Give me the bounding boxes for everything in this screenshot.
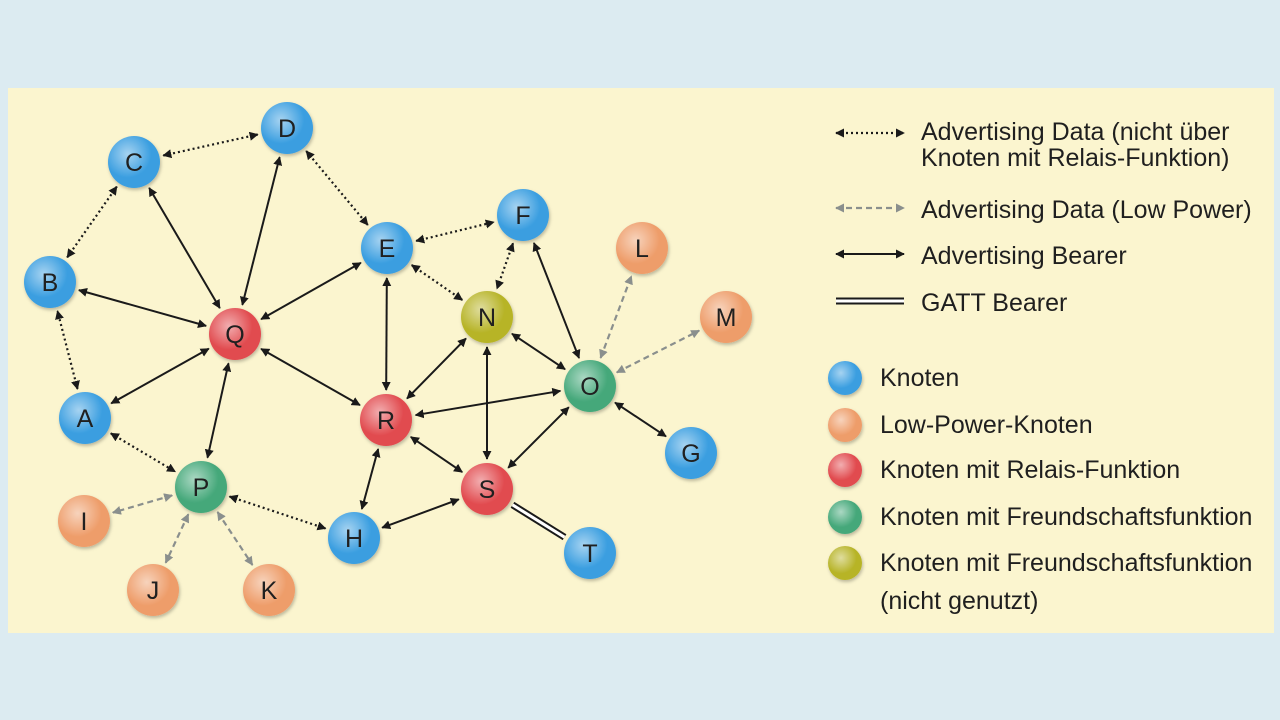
legend-node-label: (nicht genutzt) <box>880 587 1038 615</box>
node-k: K <box>243 564 295 616</box>
edge-a-b <box>55 310 80 390</box>
node-o: O <box>564 360 616 412</box>
node-label: F <box>515 202 530 230</box>
node-label: K <box>261 577 278 605</box>
node-a: A <box>59 392 111 444</box>
edge-r-n <box>406 337 467 400</box>
edge-p-i <box>111 493 174 515</box>
edge-e-n <box>410 264 464 301</box>
legend-node-label: Low-Power-Knoten <box>880 411 1093 439</box>
edge-e-q <box>260 261 362 321</box>
legend-swatch-freundschaft <box>828 500 862 534</box>
node-label: E <box>379 235 396 263</box>
edge-d-e <box>305 150 369 226</box>
edge-q-r <box>260 347 361 407</box>
edge-p-q <box>204 362 232 459</box>
node-d: D <box>261 102 313 154</box>
node-label: L <box>635 235 649 263</box>
edge-o-g <box>614 401 667 438</box>
edge-c-q <box>148 187 221 309</box>
node-label: A <box>77 405 94 433</box>
edge-p-k <box>216 511 254 566</box>
legend-swatch-low-power <box>828 408 862 442</box>
legend-node-label: Knoten <box>880 364 959 392</box>
node-g: G <box>665 427 717 479</box>
legend-swatch-relais <box>828 453 862 487</box>
node-label: G <box>681 440 700 468</box>
legend-node-label: Knoten mit Relais-Funktion <box>880 456 1180 484</box>
node-c: C <box>108 136 160 188</box>
node-s: S <box>461 463 513 515</box>
edge-f-o <box>532 242 581 359</box>
edge-e-r <box>381 277 392 391</box>
edge-o-m <box>615 329 701 374</box>
edge-d-q <box>239 156 283 306</box>
legend-edge-label: Knoten mit Relais-Funktion) <box>921 144 1229 172</box>
edge-a-p <box>110 432 176 473</box>
edge-o-s <box>507 406 570 469</box>
node-label: R <box>377 407 395 435</box>
node-e: E <box>361 222 413 274</box>
node-f: F <box>497 189 549 241</box>
legend-swatch-knoten <box>828 361 862 395</box>
node-label: J <box>147 577 160 605</box>
node-m: M <box>700 291 752 343</box>
node-b: B <box>24 256 76 308</box>
legend-node-label: Knoten mit Freundschaftsfunktion <box>880 503 1252 531</box>
node-label: Q <box>225 321 244 349</box>
node-q: Q <box>209 308 261 360</box>
edge-p-j <box>164 513 190 564</box>
node-label: C <box>125 149 143 177</box>
node-p: P <box>175 461 227 513</box>
edge-r-h <box>359 448 381 510</box>
node-label: H <box>345 525 363 553</box>
node-j: J <box>127 564 179 616</box>
node-n: N <box>461 291 513 343</box>
edge-p-h <box>228 494 327 531</box>
edge-e-f <box>415 219 495 244</box>
node-label: M <box>716 304 737 332</box>
edge-c-d <box>162 131 259 159</box>
node-l: L <box>616 222 668 274</box>
legend-node-label: Knoten mit Freundschaftsfunktion <box>880 549 1252 577</box>
edge-n-o <box>511 332 566 371</box>
node-label: I <box>81 508 88 536</box>
node-i: I <box>58 495 110 547</box>
node-r: R <box>360 394 412 446</box>
edge-f-n <box>495 242 515 290</box>
legend-swatch-freundschaft-unused <box>828 546 862 580</box>
edge-r-s <box>410 436 463 473</box>
edge-a-q <box>110 347 210 405</box>
legend-edge-label: Advertising Bearer <box>921 242 1127 270</box>
node-label: N <box>478 304 496 332</box>
node-label: S <box>479 476 496 504</box>
edge-h-s <box>381 497 460 530</box>
edge-o-l <box>599 275 633 359</box>
edge-b-q <box>78 287 207 329</box>
node-label: D <box>278 115 296 143</box>
edge-s-t <box>510 501 567 541</box>
node-label: O <box>580 373 599 401</box>
node-label: T <box>582 540 597 568</box>
node-h: H <box>328 512 380 564</box>
legend-edge-label: Advertising Data (nicht über <box>921 118 1229 146</box>
edge-b-c <box>66 185 118 259</box>
node-label: B <box>42 269 59 297</box>
node-label: P <box>193 474 210 502</box>
node-t: T <box>564 527 616 579</box>
legend-edge-label: Advertising Data (Low Power) <box>921 196 1252 224</box>
legend-edge-label: GATT Bearer <box>921 289 1067 317</box>
